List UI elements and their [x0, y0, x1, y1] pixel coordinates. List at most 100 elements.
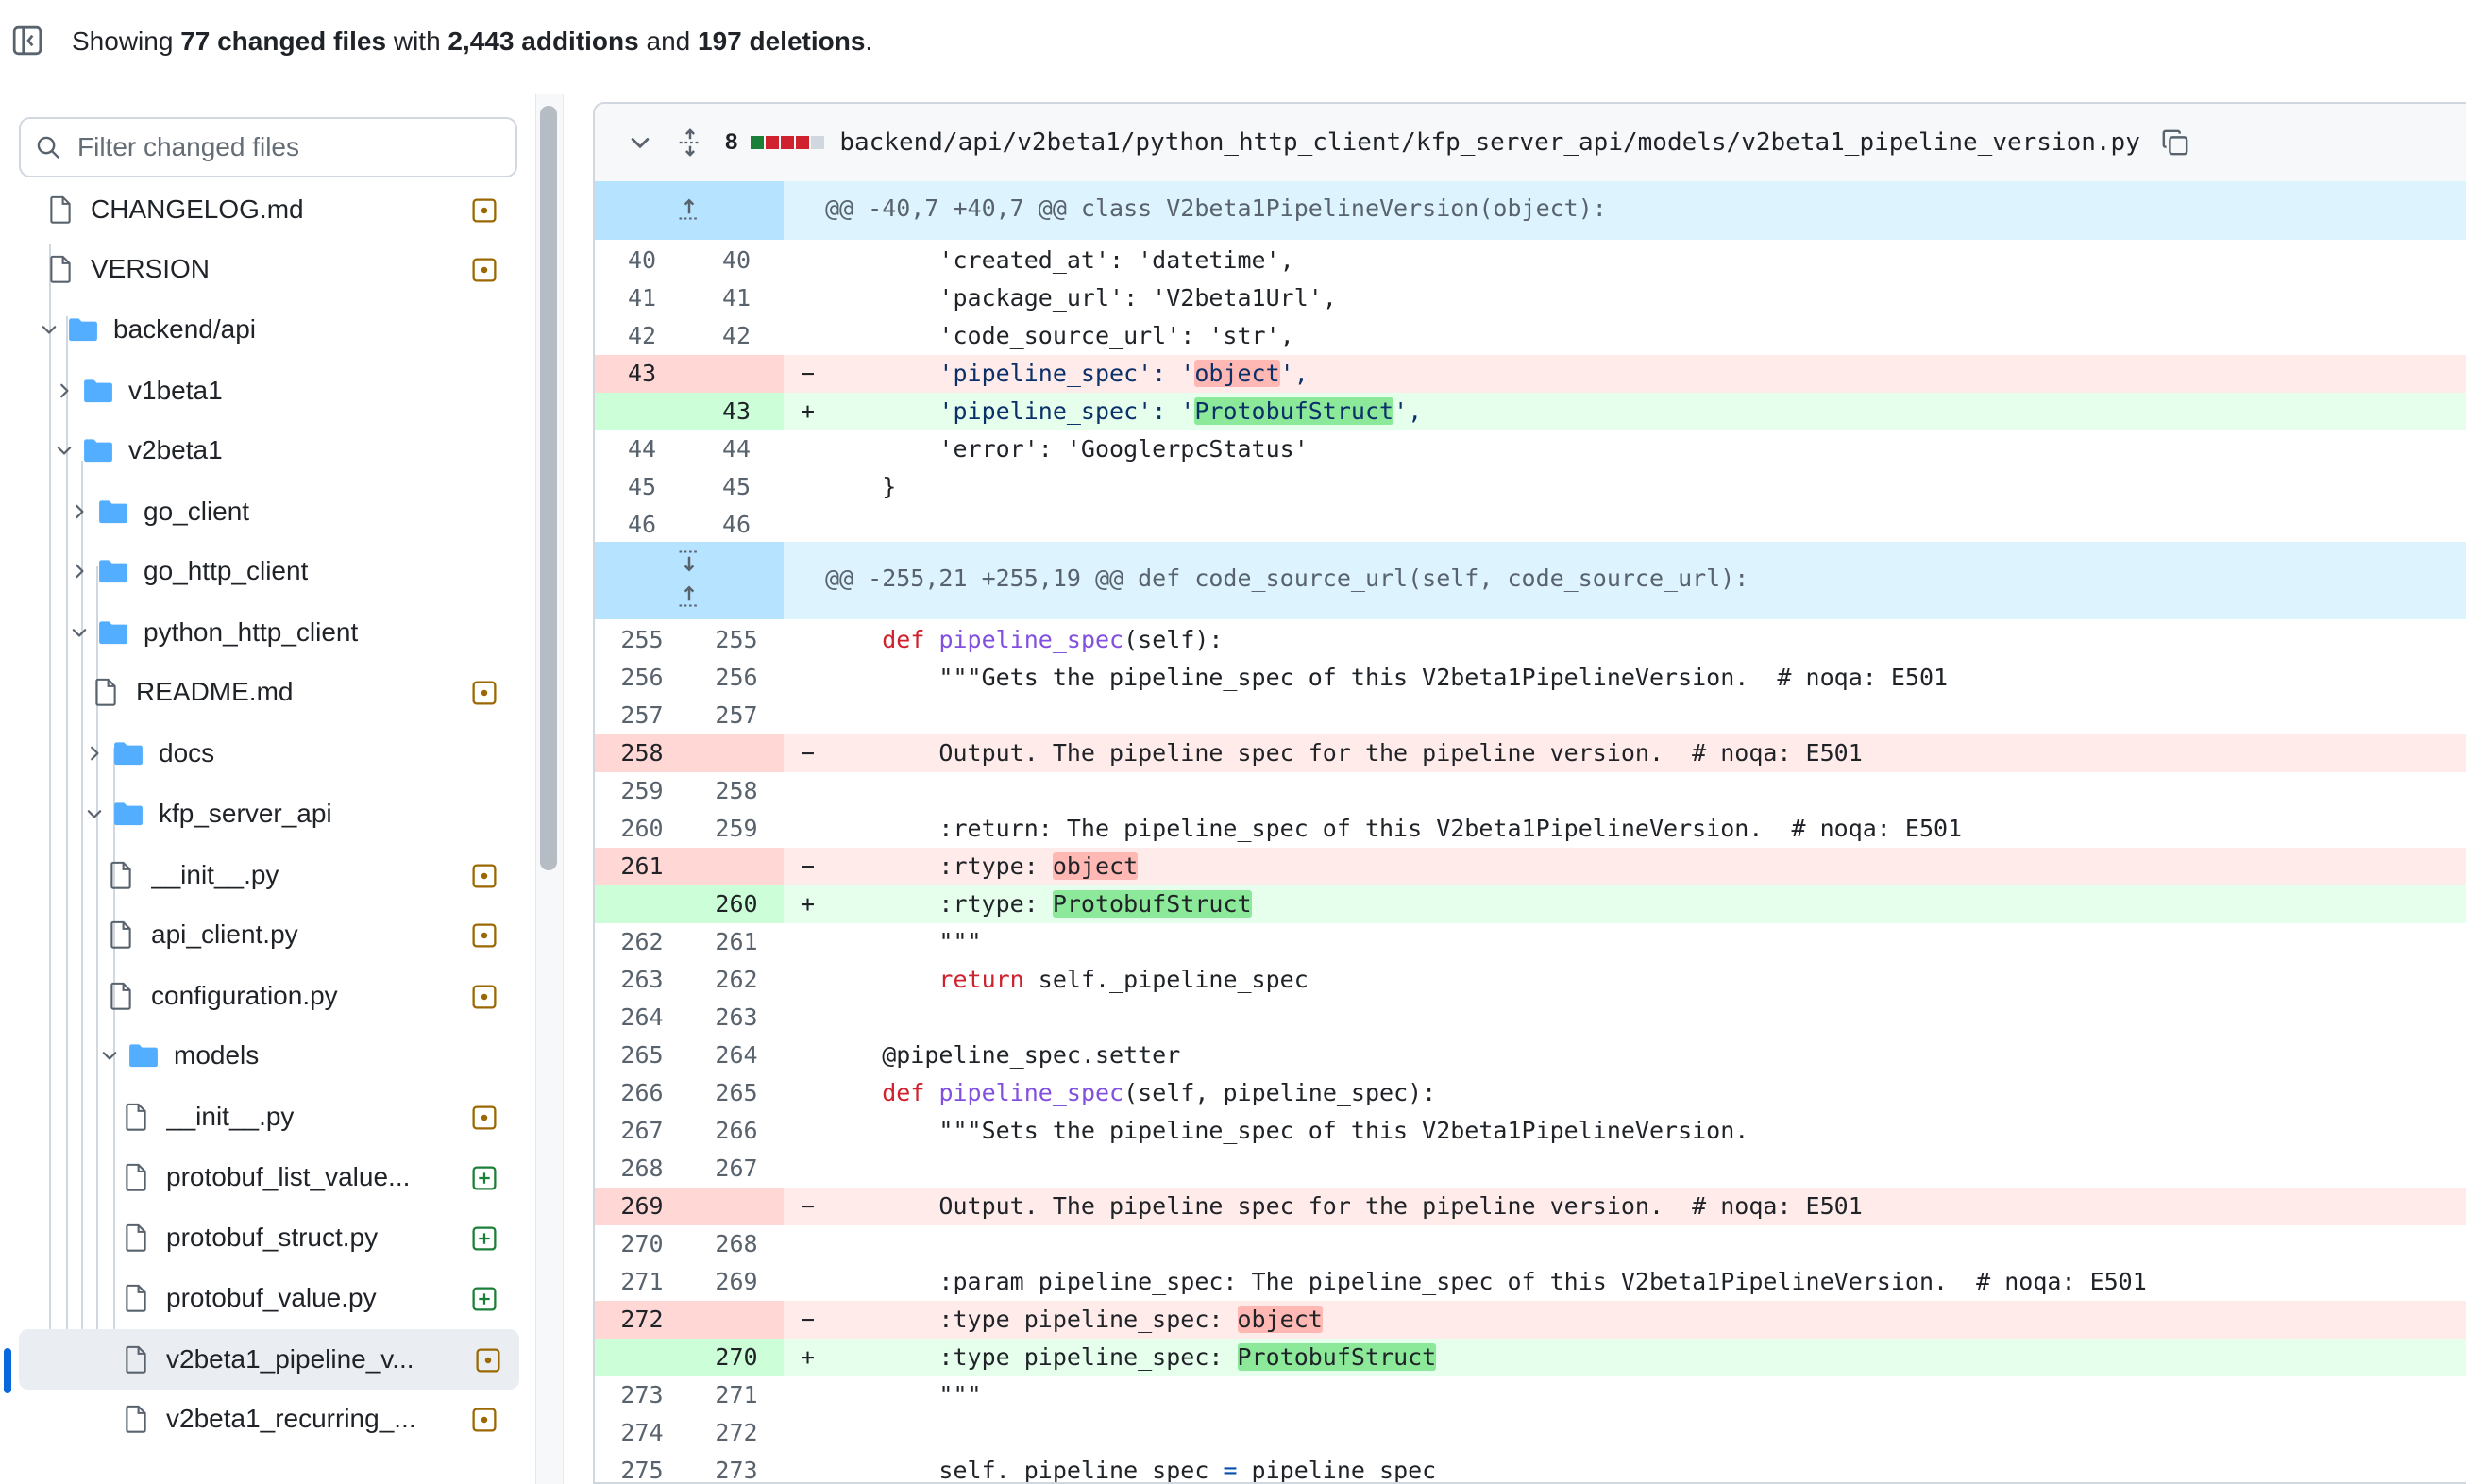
diff-line-added[interactable]: 43+ 'pipeline_spec': 'ProtobufStruct', — [595, 393, 2466, 430]
new-line-number[interactable]: 256 — [715, 664, 758, 691]
tree-folder[interactable]: python_http_client — [0, 602, 491, 663]
tree-folder[interactable]: kfp_server_api — [0, 784, 491, 844]
tree-file[interactable]: __init__.py — [0, 1087, 497, 1147]
expand-up-icon[interactable] — [676, 194, 702, 223]
new-line-number[interactable]: 260 — [689, 885, 784, 923]
tree-folder[interactable]: models — [0, 1025, 491, 1086]
old-line-number[interactable]: 263 — [620, 966, 664, 993]
tree-folder[interactable]: v2beta1 — [0, 420, 491, 481]
new-line-number[interactable]: 42 — [721, 322, 752, 349]
tree-folder[interactable]: go_http_client — [0, 541, 491, 601]
tree-scrollbar[interactable] — [540, 106, 557, 870]
old-line-number[interactable]: 255 — [620, 626, 664, 653]
new-line-number[interactable] — [689, 1301, 784, 1339]
new-line-number[interactable] — [689, 734, 784, 772]
tree-folder[interactable]: backend/api — [0, 299, 491, 360]
old-line-number[interactable]: 272 — [595, 1301, 689, 1339]
diff-line-context[interactable]: 259 258 — [595, 772, 2466, 810]
old-line-number[interactable]: 270 — [620, 1230, 664, 1257]
new-line-number[interactable]: 266 — [715, 1117, 758, 1144]
tree-folder[interactable]: v1beta1 — [0, 361, 491, 421]
tree-file[interactable]: __init__.py — [0, 845, 497, 905]
new-line-number[interactable]: 255 — [715, 626, 758, 653]
tree-file[interactable]: VERSION — [0, 239, 497, 299]
chevron-down-icon[interactable] — [49, 440, 79, 461]
old-line-number[interactable]: 260 — [620, 815, 664, 842]
new-line-number[interactable] — [689, 1188, 784, 1225]
old-line-number[interactable]: 261 — [595, 848, 689, 885]
new-line-number[interactable]: 268 — [715, 1230, 758, 1257]
chevron-down-icon[interactable] — [34, 319, 64, 340]
new-line-number[interactable]: 258 — [715, 777, 758, 804]
old-line-number[interactable]: 267 — [620, 1117, 664, 1144]
old-line-number[interactable]: 275 — [620, 1457, 664, 1484]
new-line-number[interactable]: 257 — [715, 701, 758, 729]
old-line-number[interactable]: 271 — [620, 1268, 664, 1295]
expand-up-gutter[interactable] — [595, 181, 784, 240]
tree-file[interactable]: protobuf_struct.py — [0, 1207, 497, 1268]
tree-file[interactable]: v2beta1_recurring_... — [0, 1389, 497, 1449]
new-line-number[interactable]: 261 — [715, 928, 758, 955]
old-line-number[interactable]: 256 — [620, 664, 664, 691]
new-line-number[interactable]: 265 — [715, 1079, 758, 1106]
tree-file[interactable]: CHANGELOG.md — [0, 179, 497, 240]
new-line-number[interactable]: 270 — [689, 1339, 784, 1376]
expand-all-icon[interactable] — [676, 128, 704, 157]
expand-up-icon[interactable] — [676, 582, 702, 610]
new-line-number[interactable]: 269 — [715, 1268, 758, 1295]
diff-line-deleted[interactable]: 258− Output. The pipeline spec for the p… — [595, 734, 2466, 772]
new-line-number[interactable]: 45 — [721, 473, 752, 500]
chevron-right-icon[interactable] — [64, 501, 94, 522]
old-line-number[interactable]: 262 — [620, 928, 664, 955]
old-line-number[interactable]: 42 — [627, 322, 657, 349]
chevron-down-icon[interactable] — [64, 622, 94, 643]
old-line-number[interactable]: 41 — [627, 284, 657, 312]
new-line-number[interactable]: 259 — [715, 815, 758, 842]
sidebar-toggle-icon[interactable] — [11, 25, 43, 57]
diff-line-deleted[interactable]: 261− :rtype: object — [595, 848, 2466, 885]
old-line-number[interactable]: 274 — [620, 1419, 664, 1446]
tree-file[interactable]: protobuf_list_value... — [0, 1147, 497, 1207]
tree-file[interactable]: protobuf_value.py — [0, 1268, 497, 1328]
new-line-number[interactable]: 263 — [715, 1003, 758, 1031]
old-line-number[interactable]: 44 — [627, 435, 657, 463]
new-line-number[interactable]: 41 — [721, 284, 752, 312]
diff-line-deleted[interactable]: 43− 'pipeline_spec': 'object', — [595, 355, 2466, 393]
old-line-number[interactable]: 259 — [620, 777, 664, 804]
diff-line-deleted[interactable]: 269− Output. The pipeline spec for the p… — [595, 1188, 2466, 1225]
old-line-number[interactable]: 40 — [627, 246, 657, 274]
old-line-number[interactable]: 43 — [595, 355, 689, 393]
old-line-number[interactable]: 268 — [620, 1155, 664, 1182]
tree-file[interactable]: README.md — [0, 662, 497, 722]
chevron-down-icon[interactable] — [94, 1045, 125, 1066]
chevron-right-icon[interactable] — [64, 561, 94, 582]
old-line-number[interactable]: 265 — [620, 1041, 664, 1069]
chevron-right-icon[interactable] — [49, 380, 79, 401]
old-line-number[interactable]: 257 — [620, 701, 664, 729]
new-line-number[interactable] — [689, 848, 784, 885]
expand-down-icon[interactable] — [676, 548, 702, 576]
old-line-number[interactable] — [595, 1339, 689, 1376]
new-line-number[interactable]: 264 — [715, 1041, 758, 1069]
old-line-number[interactable] — [595, 393, 689, 430]
tree-folder[interactable]: docs — [0, 723, 491, 784]
new-line-number[interactable]: 273 — [715, 1457, 758, 1484]
diff-line-context[interactable]: 257 257 — [595, 697, 2466, 734]
